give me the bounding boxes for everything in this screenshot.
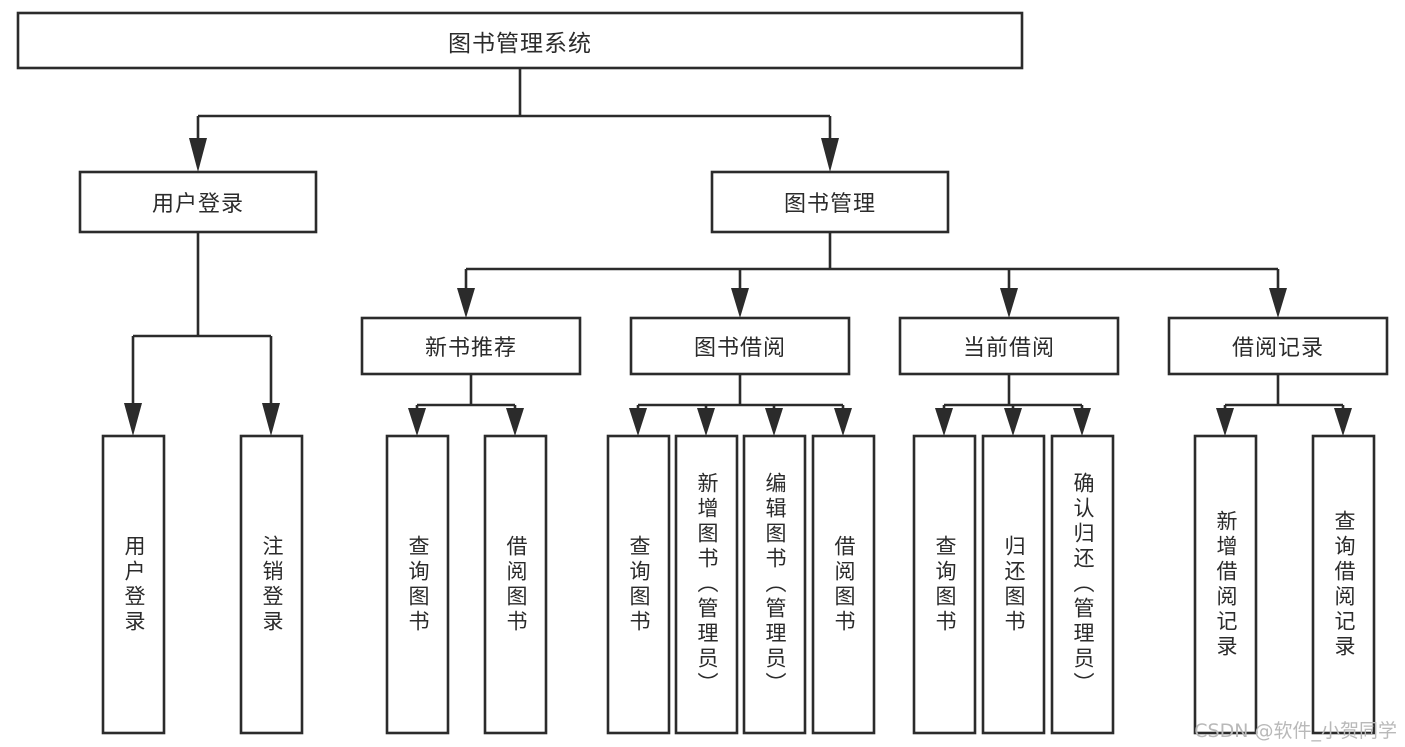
- arrowhead-leaf-return-book: [1004, 408, 1022, 436]
- arrowhead-leaf-borrow-book-2: [834, 408, 852, 436]
- arrowhead-leaf-query-book-2: [629, 408, 647, 436]
- node-box-leaf-add-book[interactable]: [674, 434, 739, 735]
- node-box-root[interactable]: [16, 11, 1024, 70]
- arrowhead-to-current-borrow: [1000, 288, 1018, 318]
- arrowhead-to-borrow-record: [1269, 288, 1287, 318]
- arrowhead-leaf-query-record: [1334, 408, 1352, 436]
- node-box-new-book-recommend[interactable]: [360, 316, 582, 376]
- arrowhead-to-user-login: [189, 138, 207, 172]
- node-box-leaf-borrow-book-2[interactable]: [811, 434, 876, 735]
- arrowhead-to-new-book-recommend: [457, 288, 475, 318]
- arrowhead-leaf-edit-book: [765, 408, 783, 436]
- arrowhead-to-book-borrow: [731, 288, 749, 318]
- arrowhead-leaf-add-record: [1216, 408, 1234, 436]
- node-box-leaf-add-record[interactable]: [1193, 434, 1258, 735]
- arrowhead-leaf-query-book-1: [408, 408, 426, 436]
- node-box-book-borrow[interactable]: [629, 316, 851, 376]
- node-box-leaf-query-book-1[interactable]: [385, 434, 450, 735]
- node-box-leaf-return-book[interactable]: [981, 434, 1046, 735]
- node-box-leaf-query-record[interactable]: [1311, 434, 1376, 735]
- arrowhead-leaf-add-book: [697, 408, 715, 436]
- node-box-leaf-user-login[interactable]: [101, 434, 166, 735]
- arrowhead-leaf-logout: [262, 403, 280, 436]
- arrowhead-leaf-borrow-book-1: [506, 408, 524, 436]
- arrowhead-leaf-user-login: [124, 403, 142, 436]
- node-box-borrow-record[interactable]: [1167, 316, 1389, 376]
- node-box-current-borrow[interactable]: [898, 316, 1120, 376]
- node-box-leaf-query-book-2[interactable]: [606, 434, 671, 735]
- arrowhead-leaf-query-book-3: [935, 408, 953, 436]
- arrowhead-to-book-manage: [821, 138, 839, 172]
- node-box-book-manage[interactable]: [710, 170, 950, 234]
- node-box-leaf-query-book-3[interactable]: [912, 434, 977, 735]
- node-box-user-login[interactable]: [78, 170, 318, 234]
- node-box-leaf-edit-book[interactable]: [742, 434, 807, 735]
- arrowhead-leaf-confirm-return: [1073, 408, 1091, 436]
- node-box-leaf-confirm-return[interactable]: [1050, 434, 1115, 735]
- node-box-leaf-logout[interactable]: [239, 434, 304, 735]
- node-box-leaf-borrow-book-1[interactable]: [483, 434, 548, 735]
